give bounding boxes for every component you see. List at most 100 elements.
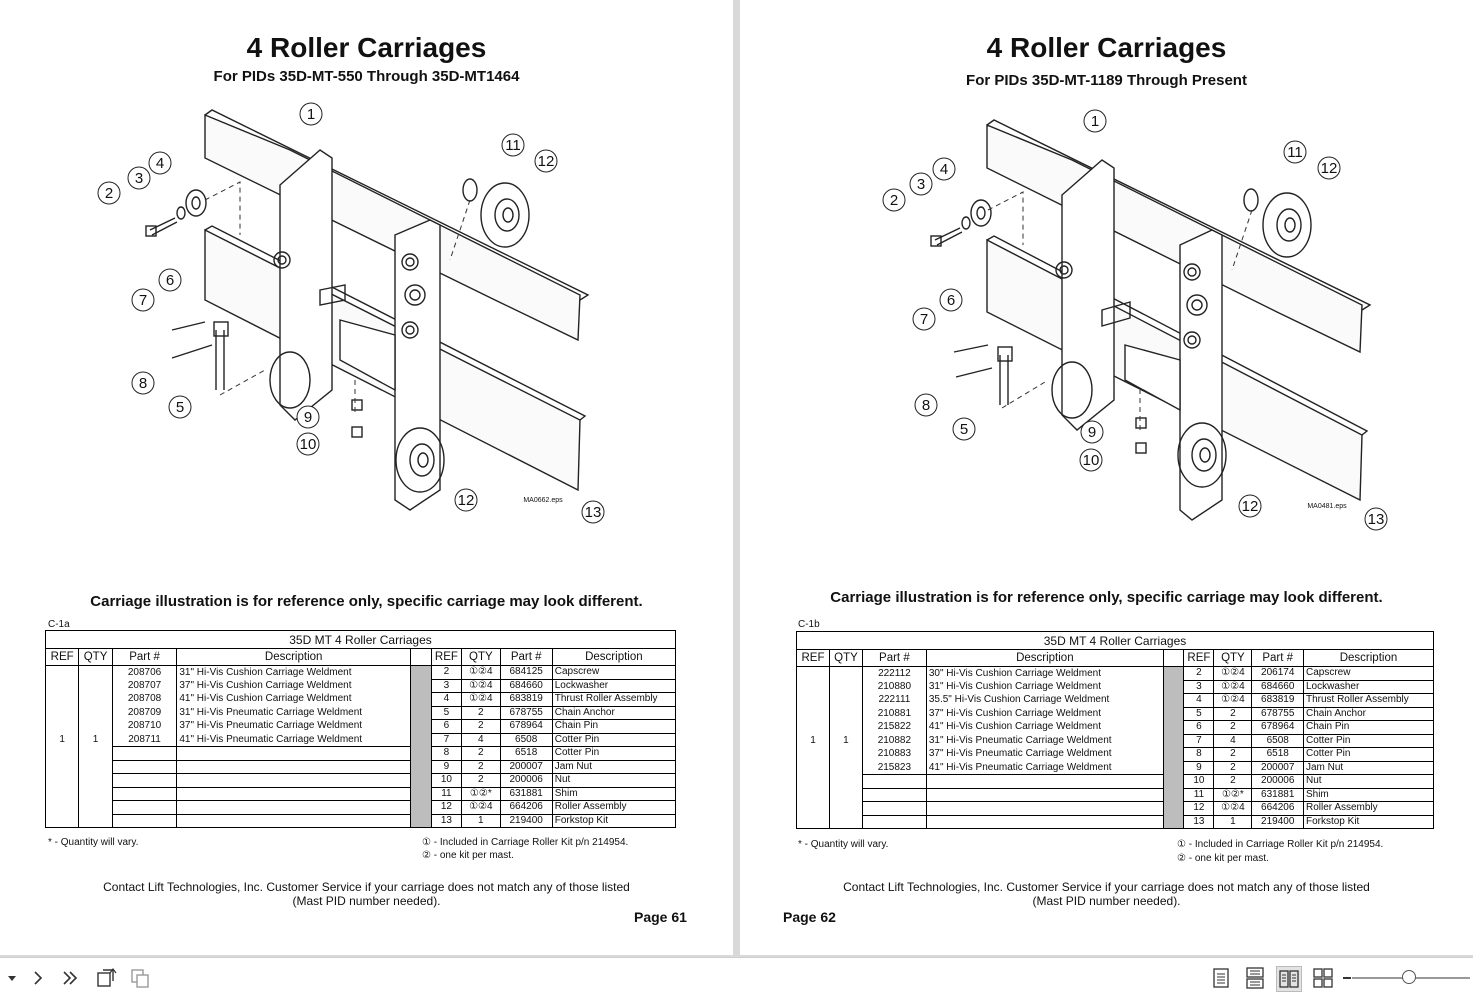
diagram-element: 8: [922, 397, 930, 414]
table-cell: [44, 706, 80, 720]
rotate-icon[interactable]: [94, 966, 118, 990]
diagram-element: 1: [307, 106, 315, 123]
table-cell: 4: [1213, 733, 1253, 748]
page-62: 4 Roller Carriages For PIDs 35D-MT-1189 …: [740, 0, 1473, 955]
table-cell: [925, 774, 1164, 789]
next-page-icon[interactable]: [26, 966, 50, 990]
table-cell: [828, 788, 863, 802]
table-cell: [111, 759, 178, 774]
column-header: [409, 648, 432, 666]
footnote-quantity: * - Quantity will vary.: [798, 839, 889, 850]
table-cell: 664206: [499, 800, 553, 815]
table-cell: 4: [430, 692, 463, 707]
column-header: Part #: [861, 649, 927, 667]
table-cell: 2: [1183, 666, 1215, 681]
callout-8: 8: [914, 393, 938, 417]
table-cell: 210882: [861, 734, 927, 748]
table-cell: 37" Hi-Vis Cushion Carriage Weldment: [176, 679, 411, 693]
zoom-out-icon[interactable]: [1343, 977, 1351, 979]
callout-9: 9: [1080, 420, 1104, 444]
table-cell: 31" Hi-Vis Pneumatic Carriage Weldment: [925, 734, 1164, 748]
table-cell: 12: [430, 800, 463, 815]
page-title: 4 Roller Carriages: [246, 32, 487, 63]
table-cell: [176, 800, 411, 815]
table-cell: 37" Hi-Vis Pneumatic Carriage Weldment: [925, 747, 1164, 761]
table-cell: [828, 747, 863, 761]
callout-6: 6: [158, 268, 182, 292]
callout-5: 5: [168, 395, 192, 419]
grid-view-icon[interactable]: [1311, 966, 1335, 990]
table-cell: [44, 679, 80, 693]
table-cell: [44, 760, 80, 774]
table-cell: 678964: [1251, 720, 1304, 735]
footnote-kit: ① - Included in Carriage Roller Kit p/n …: [422, 837, 629, 848]
table-cell: 13: [1183, 814, 1215, 829]
diagram-element: 11: [1287, 144, 1303, 161]
copy-icon[interactable]: [128, 966, 152, 990]
table-cell: [409, 787, 432, 801]
last-page-icon[interactable]: [58, 966, 82, 990]
table-cell: 208709: [111, 706, 178, 720]
drawing-ref: MA0481.eps: [1307, 503, 1347, 510]
column-header: Description: [551, 648, 677, 666]
table-cell: Jam Nut: [551, 759, 677, 774]
table-cell: [78, 746, 113, 760]
dropdown-icon[interactable]: [0, 966, 24, 990]
table-cell: [44, 787, 80, 801]
table-cell: 2: [461, 773, 501, 788]
continuous-icon[interactable]: [1243, 966, 1267, 990]
table-cell: 210883: [861, 747, 927, 761]
table-cell: 41" Hi-Vis Cushion Carriage Weldment: [925, 720, 1164, 734]
table-cell: [861, 787, 927, 802]
diagram-element: 1 2 3 4 5 6 7 8 9 10 11 12 12 13 MA0481.…: [882, 109, 1388, 531]
table-cell: [409, 679, 432, 693]
callout-3: 3: [127, 166, 151, 190]
zoom-slider-handle[interactable]: [1402, 970, 1416, 984]
table-cell: [409, 760, 432, 774]
table-cell: Chain Anchor: [551, 705, 677, 720]
table-cell: 7: [1183, 733, 1215, 748]
callout-9: 9: [296, 405, 320, 429]
table-cell: 12: [1183, 801, 1215, 816]
diagram-element: 12: [538, 153, 555, 170]
table-cell: 200007: [499, 759, 553, 774]
table-cell: 13: [430, 813, 463, 828]
page-61: 4 Roller Carriages For PIDs 35D-MT-550 T…: [0, 0, 733, 955]
table-cell: Roller Assembly: [551, 800, 677, 815]
table-caption: 35D MT 4 Roller Carriages: [45, 630, 676, 649]
table-cell: [44, 773, 80, 787]
table-cell: [796, 720, 830, 734]
table-cell: [44, 746, 80, 760]
table-cell: 2: [461, 705, 501, 720]
callout-12: 12: [1317, 156, 1341, 180]
table-cell: 31" Hi-Vis Cushion Carriage Weldment: [176, 665, 411, 679]
column-header: Part #: [1251, 649, 1304, 667]
table-cell: ①②4: [461, 800, 501, 815]
two-page-icon[interactable]: [1276, 966, 1302, 992]
diagram-element: 10: [300, 436, 317, 453]
table-cell: [78, 760, 113, 774]
table-cell: Cotter Pin: [551, 732, 677, 747]
table-cell: 3: [1183, 679, 1215, 694]
table-cell: 6518: [499, 746, 553, 761]
table-cell: ①②4: [461, 665, 501, 680]
diagram-element: 9: [1088, 424, 1096, 441]
table-cell: 11: [430, 786, 463, 801]
table-cell: [111, 773, 178, 788]
table-cell: 6508: [499, 732, 553, 747]
table-cell: [78, 665, 113, 679]
table-cell: [861, 774, 927, 789]
table-cell: 678755: [1251, 706, 1304, 721]
table-cell: 219400: [1251, 814, 1304, 829]
column-header: REF: [796, 649, 830, 667]
table-cell: Thrust Roller Assembly: [551, 692, 677, 707]
single-page-icon[interactable]: [1209, 966, 1233, 990]
table-cell: Cotter Pin: [1302, 747, 1435, 762]
